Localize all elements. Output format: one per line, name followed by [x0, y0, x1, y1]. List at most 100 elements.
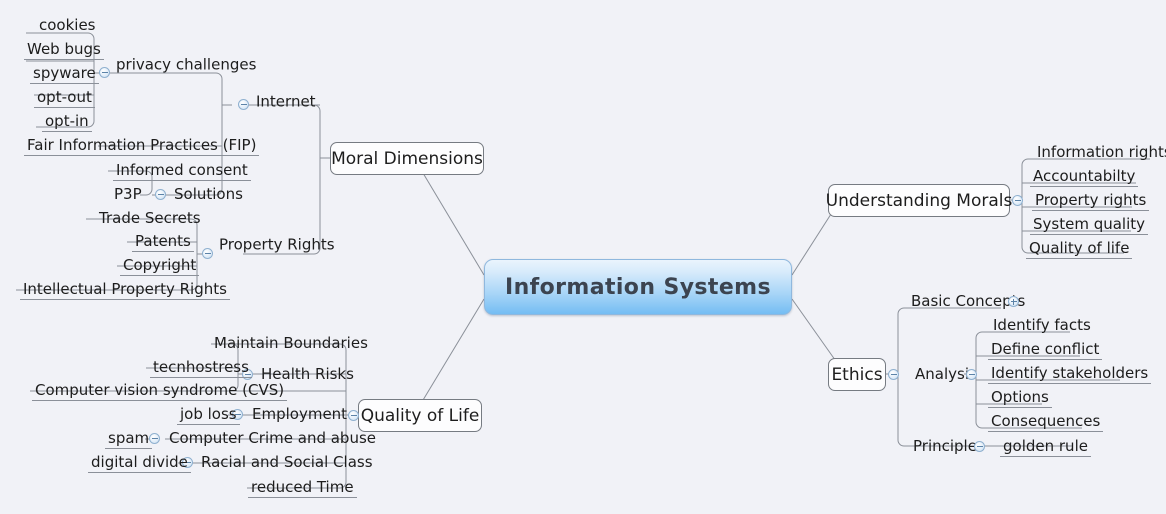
topic-options[interactable]: Options	[988, 390, 1052, 408]
topic-golden-rule-label: golden rule	[1000, 439, 1091, 457]
topic-property-rights-label: Property Rights	[219, 235, 335, 254]
topic-reduced-time-label: reduced Time	[248, 480, 357, 498]
topic-system-quality[interactable]: System quality	[1030, 217, 1149, 235]
topic-reduced-time[interactable]: reduced Time	[248, 480, 357, 498]
topic-property-rights-um[interactable]: Property rights	[1032, 193, 1150, 211]
collapse-icon-privacy-challenges[interactable]	[99, 67, 110, 78]
branch-quality-of-life[interactable]: Quality of Life	[358, 399, 482, 432]
collapse-icon-quality-of-life[interactable]	[348, 410, 359, 421]
minus-bar	[244, 374, 251, 375]
collapse-icon-employment[interactable]	[232, 409, 243, 420]
topic-quality-of-life-um[interactable]: Quality of life	[1026, 241, 1133, 259]
topic-consequences[interactable]: Consequences	[988, 414, 1104, 432]
topic-ip-rights-label: Intellectual Property Rights	[20, 282, 230, 300]
topic-employment-label: Employment	[252, 405, 348, 423]
topic-informed-consent[interactable]: Informed consent	[113, 163, 251, 181]
topic-basic-concepts-label: Basic Concepts	[911, 292, 1026, 310]
topic-opt-in[interactable]: opt-in	[42, 114, 92, 132]
topic-health-risks[interactable]: Health Risks	[258, 367, 357, 384]
topic-racial-social-class-label: Racial and Social Class	[201, 453, 373, 471]
topic-job-loss-label: job loss	[177, 407, 240, 425]
topic-cookies[interactable]: cookies	[36, 18, 99, 35]
topic-principles[interactable]: Principles	[910, 439, 988, 456]
topic-maintain-boundaries[interactable]: Maintain Boundaries	[211, 336, 371, 353]
collapse-icon-internet[interactable]	[238, 99, 249, 110]
topic-analysis-label: Analysis	[915, 365, 977, 383]
topic-information-rights-label: Information rights	[1037, 143, 1166, 161]
topic-web-bugs[interactable]: Web bugs	[24, 42, 104, 60]
topic-copyright-label: Copyright	[120, 258, 200, 276]
topic-basic-concepts[interactable]: Basic Concepts	[908, 294, 1028, 311]
topic-property-rights[interactable]: Property Rights	[216, 235, 338, 255]
topic-opt-out[interactable]: opt-out	[34, 90, 95, 108]
topic-accountability[interactable]: Accountabilty	[1030, 169, 1139, 187]
topic-privacy-challenges-label: privacy challenges	[116, 55, 257, 74]
collapse-icon-understanding-morals[interactable]	[1012, 195, 1023, 206]
topic-informed-consent-label: Informed consent	[113, 163, 251, 181]
topic-identify-stakeholders-label: Identify stakeholders	[988, 366, 1152, 384]
topic-spam[interactable]: spam	[105, 431, 153, 449]
topic-trade-secrets[interactable]: Trade Secrets	[96, 211, 204, 228]
branch-moral-dimensions-label: Moral Dimensions	[331, 148, 483, 169]
minus-bar	[151, 438, 158, 439]
topic-maintain-boundaries-label: Maintain Boundaries	[214, 334, 368, 352]
collapse-icon-property-rights[interactable]	[202, 248, 213, 259]
topic-spam-label: spam	[105, 431, 153, 449]
collapse-icon-ethics[interactable]	[888, 369, 899, 380]
topic-trade-secrets-label: Trade Secrets	[99, 209, 201, 227]
branch-understanding-morals[interactable]: Understanding Morals	[826, 184, 1012, 217]
topic-identify-facts-label: Identify facts	[993, 316, 1091, 334]
topic-fair-information-practices[interactable]: Fair Information Practices (FIP)	[24, 138, 260, 156]
minus-bar	[234, 414, 241, 415]
collapse-icon-health-risks[interactable]	[242, 369, 253, 380]
topic-cookies-label: cookies	[39, 16, 96, 34]
minus-bar	[350, 415, 357, 416]
topic-copyright[interactable]: Copyright	[120, 258, 200, 276]
topic-tecnhostress[interactable]: tecnhostress	[150, 360, 252, 378]
topic-patents[interactable]: Patents	[132, 234, 194, 252]
topic-define-conflict-label: Define conflict	[988, 342, 1103, 360]
topic-employment[interactable]: Employment	[249, 407, 350, 424]
topic-opt-in-label: opt-in	[42, 114, 92, 132]
topic-p3p-label: P3P	[114, 185, 142, 203]
branch-moral-dimensions[interactable]: Moral Dimensions	[330, 142, 484, 175]
topic-computer-crime-label: Computer Crime and abuse	[169, 429, 377, 447]
collapse-icon-solutions[interactable]	[155, 189, 166, 200]
minus-bar	[101, 72, 108, 73]
topic-analysis[interactable]: Analysis	[912, 367, 980, 384]
topic-p3p[interactable]: P3P	[111, 187, 145, 204]
topic-opt-out-label: opt-out	[34, 90, 95, 108]
topic-identify-stakeholders[interactable]: Identify stakeholders	[988, 366, 1152, 384]
topic-intellectual-property-rights[interactable]: Intellectual Property Rights	[20, 282, 230, 300]
topic-accountability-label: Accountabilty	[1030, 169, 1139, 187]
topic-computer-vision-syndrome[interactable]: Computer vision syndrome (CVS)	[32, 383, 288, 401]
topic-tecnhostress-label: tecnhostress	[150, 360, 252, 378]
topic-spyware[interactable]: spyware	[30, 66, 99, 84]
topic-golden-rule[interactable]: golden rule	[1000, 439, 1091, 457]
collapse-icon-racial-social-class[interactable]	[182, 457, 193, 468]
topic-digital-divide[interactable]: digital divide	[88, 455, 191, 473]
collapse-icon-analysis[interactable]	[966, 369, 977, 380]
minus-bar	[184, 462, 191, 463]
topic-job-loss[interactable]: job loss	[177, 407, 240, 425]
topic-information-rights[interactable]: Information rights	[1034, 145, 1166, 162]
root-node-information-systems[interactable]: Information Systems	[484, 259, 792, 315]
topic-property-rights-um-label: Property rights	[1032, 193, 1150, 211]
collapse-icon-computer-crime[interactable]	[149, 433, 160, 444]
topic-internet[interactable]: Internet	[253, 94, 319, 112]
minus-bar	[890, 374, 897, 375]
branch-ethics[interactable]: Ethics	[828, 358, 886, 391]
topic-health-risks-label: Health Risks	[261, 365, 354, 383]
topic-identify-facts[interactable]: Identify facts	[990, 318, 1094, 335]
topic-consequences-label: Consequences	[988, 414, 1104, 432]
topic-computer-crime-and-abuse[interactable]: Computer Crime and abuse	[166, 431, 379, 448]
topic-define-conflict[interactable]: Define conflict	[988, 342, 1103, 360]
topic-racial-and-social-class[interactable]: Racial and Social Class	[198, 455, 376, 472]
expand-icon-basic-concepts[interactable]	[1008, 296, 1019, 307]
topic-principles-label: Principles	[913, 437, 985, 455]
topic-privacy-challenges[interactable]: privacy challenges	[113, 55, 259, 75]
collapse-icon-principles[interactable]	[974, 441, 985, 452]
topic-solutions[interactable]: Solutions	[171, 187, 246, 204]
minus-bar	[1014, 200, 1021, 201]
topic-web-bugs-label: Web bugs	[24, 42, 104, 60]
